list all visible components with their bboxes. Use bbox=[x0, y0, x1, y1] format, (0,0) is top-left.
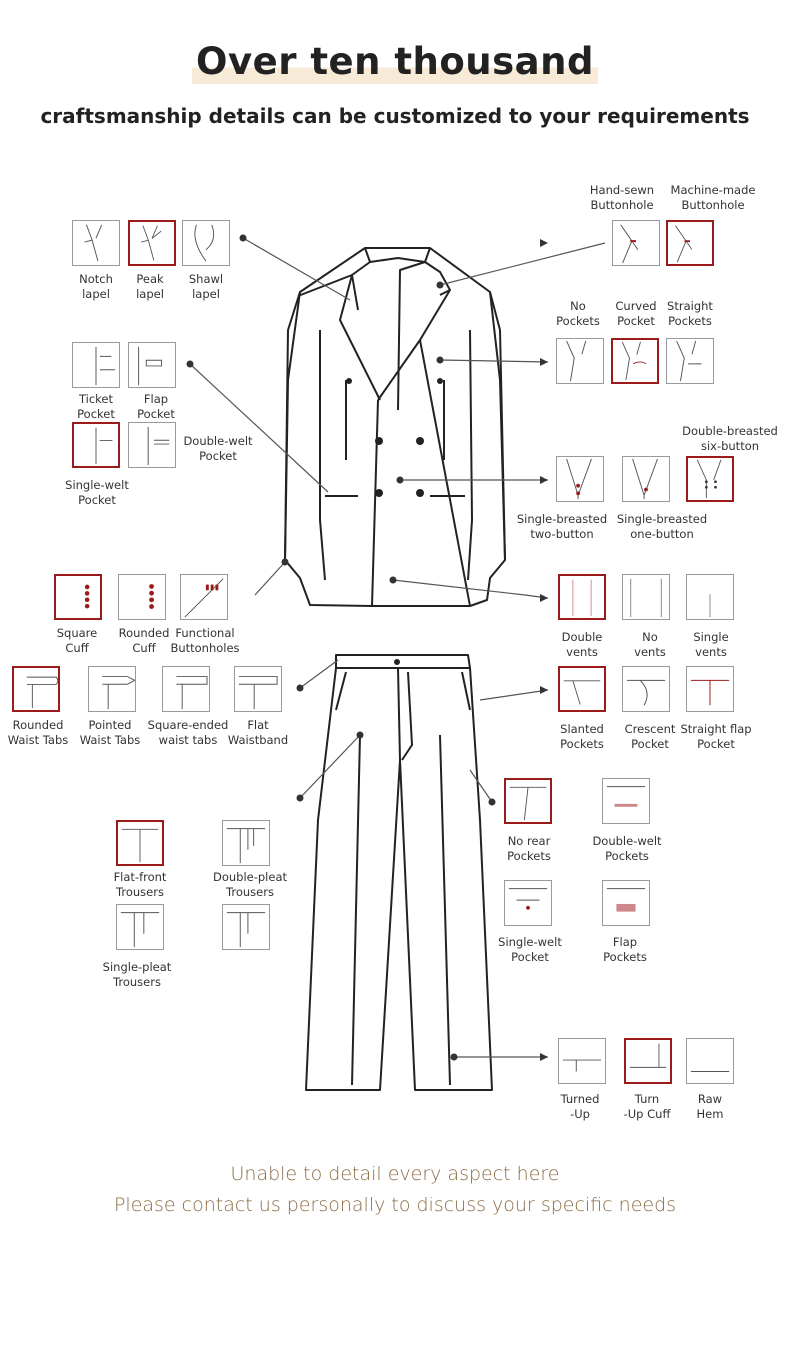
label-db-six-button: Double-breasted six-button bbox=[682, 424, 778, 453]
label-pointed-waist-tabs: Pointed Waist Tabs bbox=[79, 718, 141, 747]
label-ticket-pocket: Ticket Pocket bbox=[77, 392, 115, 421]
footer-line-1: Unable to detail every aspect here bbox=[230, 1163, 560, 1185]
option-flat-waistband[interactable] bbox=[234, 666, 282, 712]
label-crescent-pocket: Crescent Pocket bbox=[624, 722, 676, 751]
label-single-pleat: Single-pleat Trousers bbox=[102, 960, 172, 989]
label-machine-made: Machine-made Buttonhole bbox=[670, 183, 756, 212]
label-sb-one-button: Single-breasted one-button bbox=[616, 512, 708, 541]
label-hand-sewn: Hand-sewn Buttonhole bbox=[589, 183, 655, 212]
option-slanted-pockets[interactable] bbox=[558, 666, 606, 712]
label-curved-pocket: Curved Pocket bbox=[615, 299, 657, 328]
option-shawl-lapel[interactable] bbox=[182, 220, 230, 266]
label-flat-waistband: Flat Waistband bbox=[227, 718, 289, 747]
label-functional-buttonholes: Functional Buttonholes bbox=[170, 626, 240, 655]
option-double-vents[interactable] bbox=[558, 574, 606, 620]
option-straight-pockets[interactable] bbox=[666, 338, 714, 384]
option-single-pleat[interactable] bbox=[116, 904, 164, 950]
option-ticket-pocket[interactable] bbox=[72, 342, 120, 388]
option-single-welt-rear[interactable] bbox=[504, 880, 552, 926]
label-square-ended-tabs: Square-ended waist tabs bbox=[147, 718, 229, 747]
option-hand-sewn-buttonhole[interactable] bbox=[612, 220, 660, 266]
option-flap-pocket[interactable] bbox=[128, 342, 176, 388]
label-shawl-lapel: Shawl lapel bbox=[188, 272, 224, 301]
option-rounded-cuff[interactable] bbox=[118, 574, 166, 620]
label-straight-pockets: Straight Pockets bbox=[667, 299, 713, 328]
label-raw-hem: Raw Hem bbox=[696, 1092, 724, 1121]
label-no-vents: No vents bbox=[634, 630, 666, 659]
option-raw-hem[interactable] bbox=[686, 1038, 734, 1084]
page-title-wrap: Over ten thousand bbox=[0, 40, 790, 84]
option-double-welt-pocket[interactable] bbox=[128, 422, 176, 468]
label-turn-up-cuff: Turn -Up Cuff bbox=[623, 1092, 671, 1121]
option-machine-made-buttonhole[interactable] bbox=[666, 220, 714, 266]
option-double-welt-rear[interactable] bbox=[602, 778, 650, 824]
option-single-vents[interactable] bbox=[686, 574, 734, 620]
option-turned-up[interactable] bbox=[558, 1038, 606, 1084]
label-flap-rear: Flap Pockets bbox=[603, 935, 647, 964]
option-sb-two-button[interactable] bbox=[556, 456, 604, 502]
label-single-welt-pocket: Single-welt Pocket bbox=[65, 478, 129, 507]
page-title: Over ten thousand bbox=[192, 40, 598, 84]
option-flap-rear[interactable] bbox=[602, 880, 650, 926]
page-subtitle: craftsmanship details can be customized … bbox=[40, 104, 750, 128]
label-turned-up: Turned -Up bbox=[560, 1092, 600, 1121]
label-double-vents: Double vents bbox=[561, 630, 603, 659]
option-square-ended-tabs[interactable] bbox=[162, 666, 210, 712]
option-db-six-button[interactable] bbox=[686, 456, 734, 502]
label-rounded-cuff: Rounded Cuff bbox=[118, 626, 170, 655]
label-square-cuff: Square Cuff bbox=[56, 626, 98, 655]
label-double-pleat: Double-pleat Trousers bbox=[212, 870, 288, 899]
label-rounded-waist-tabs: Rounded Waist Tabs bbox=[7, 718, 69, 747]
option-curved-pocket[interactable] bbox=[611, 338, 659, 384]
option-pointed-waist-tabs[interactable] bbox=[88, 666, 136, 712]
label-no-rear-pockets: No rear Pockets bbox=[507, 834, 551, 863]
label-double-welt-rear: Double-welt Pockets bbox=[592, 834, 662, 863]
label-sb-two-button: Single-breasted two-button bbox=[516, 512, 608, 541]
option-pleat-variant[interactable] bbox=[222, 904, 270, 950]
option-peak-lapel[interactable] bbox=[128, 220, 176, 266]
label-single-welt-rear: Single-welt Pocket bbox=[498, 935, 562, 964]
option-flat-front[interactable] bbox=[116, 820, 164, 866]
option-notch-lapel[interactable] bbox=[72, 220, 120, 266]
option-no-pockets[interactable] bbox=[556, 338, 604, 384]
label-no-pockets: No Pockets bbox=[556, 299, 600, 328]
label-single-vents: Single vents bbox=[693, 630, 729, 659]
option-straight-flap-pocket[interactable] bbox=[686, 666, 734, 712]
option-single-welt-pocket[interactable] bbox=[72, 422, 120, 468]
label-peak-lapel: Peak lapel bbox=[136, 272, 164, 301]
option-crescent-pocket[interactable] bbox=[622, 666, 670, 712]
label-flat-front: Flat-front Trousers bbox=[113, 870, 167, 899]
footer-line-2: Please contact us personally to discuss … bbox=[113, 1194, 677, 1216]
option-sb-one-button[interactable] bbox=[622, 456, 670, 502]
label-notch-lapel: Notch lapel bbox=[79, 272, 113, 301]
option-functional-buttonholes[interactable] bbox=[180, 574, 228, 620]
option-square-cuff[interactable] bbox=[54, 574, 102, 620]
label-double-welt-pocket: Double-welt Pocket bbox=[183, 434, 253, 463]
label-straight-flap-pocket: Straight flap Pocket bbox=[680, 722, 752, 751]
option-turn-up-cuff[interactable] bbox=[624, 1038, 672, 1084]
option-no-vents[interactable] bbox=[622, 574, 670, 620]
label-flap-pocket: Flap Pocket bbox=[137, 392, 175, 421]
option-no-rear-pockets[interactable] bbox=[504, 778, 552, 824]
label-slanted-pockets: Slanted Pockets bbox=[560, 722, 604, 751]
option-rounded-waist-tabs[interactable] bbox=[12, 666, 60, 712]
option-double-pleat[interactable] bbox=[222, 820, 270, 866]
